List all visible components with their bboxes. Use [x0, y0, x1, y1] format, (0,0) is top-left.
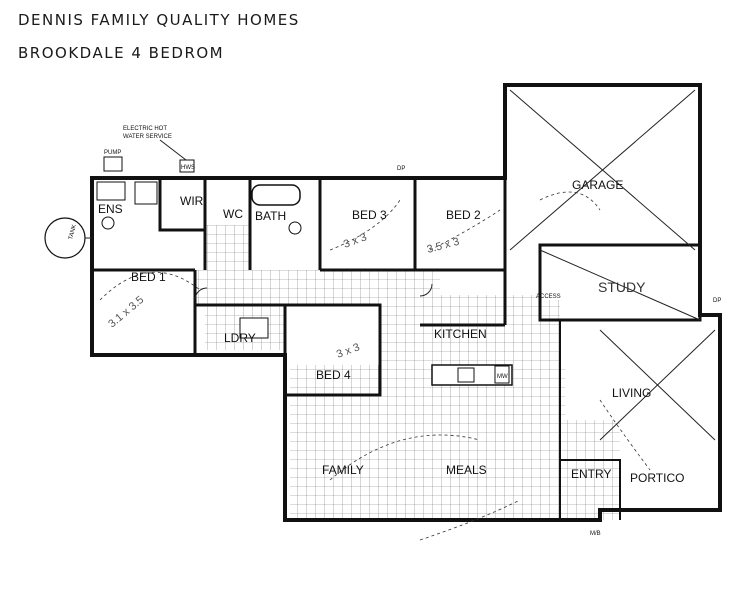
- room-living: LIVING: [612, 386, 651, 400]
- interior-walls: [92, 178, 702, 520]
- mb-label: M/B: [590, 531, 601, 537]
- pencil-note-bed1: 3.1 x 3.5: [106, 294, 146, 330]
- title-line1: DENNIS FAMILY QUALITY HOMES: [18, 11, 300, 29]
- mw-label: MW: [497, 374, 508, 380]
- room-garage: GARAGE: [572, 178, 623, 192]
- room-meals: MEALS: [446, 463, 487, 477]
- room-family: FAMILY: [322, 463, 364, 477]
- room-wir: WIR: [180, 194, 204, 208]
- room-ens: ENS: [98, 202, 123, 216]
- room-bed4: BED 4: [316, 368, 351, 382]
- room-kitchen: KITCHEN: [434, 327, 487, 341]
- pencil-note-bed3: 3 x 3: [342, 231, 369, 250]
- dp-label-right: DP: [713, 298, 721, 304]
- access-label: ACCESS: [536, 294, 561, 300]
- dp-label-top: DP: [397, 166, 405, 172]
- room-entry: ENTRY: [571, 467, 611, 481]
- room-ldry: LDRY: [224, 331, 256, 345]
- pencil-note-bed4: 3 x 3: [335, 341, 362, 360]
- garage-roof-lines: [509, 89, 716, 441]
- electric-hws-line2: WATER SERVICE: [123, 134, 172, 140]
- room-labels: ENS WIR WC BATH BED 1 BED 3 BED 2 LDRY B…: [98, 178, 684, 485]
- title-line2: BROOKDALE 4 BEDROM: [18, 44, 224, 62]
- door-swings: [99, 191, 651, 541]
- pencil-note-bed2: 3.5 x 3: [426, 236, 461, 256]
- kitchen-island: MW: [431, 364, 513, 386]
- room-wc: WC: [223, 207, 243, 221]
- service-annotations: ELECTRIC HOT WATER SERVICE PUMP HWS DP D…: [103, 126, 721, 537]
- room-bed2: BED 2: [446, 208, 481, 222]
- room-bed3: BED 3: [352, 208, 387, 222]
- room-study: STUDY: [598, 279, 646, 295]
- room-bed1: BED 1: [131, 270, 166, 284]
- hws-label: HWS: [181, 165, 195, 171]
- water-tank: TANK: [44, 217, 92, 259]
- room-portico: PORTICO: [630, 471, 684, 485]
- pump-label: PUMP: [104, 150, 121, 156]
- tiled-areas: [195, 225, 620, 520]
- electric-hws-line1: ELECTRIC HOT: [123, 126, 167, 132]
- fixtures: [96, 181, 302, 339]
- room-bath: BATH: [255, 209, 286, 223]
- tank-label: TANK: [68, 224, 78, 241]
